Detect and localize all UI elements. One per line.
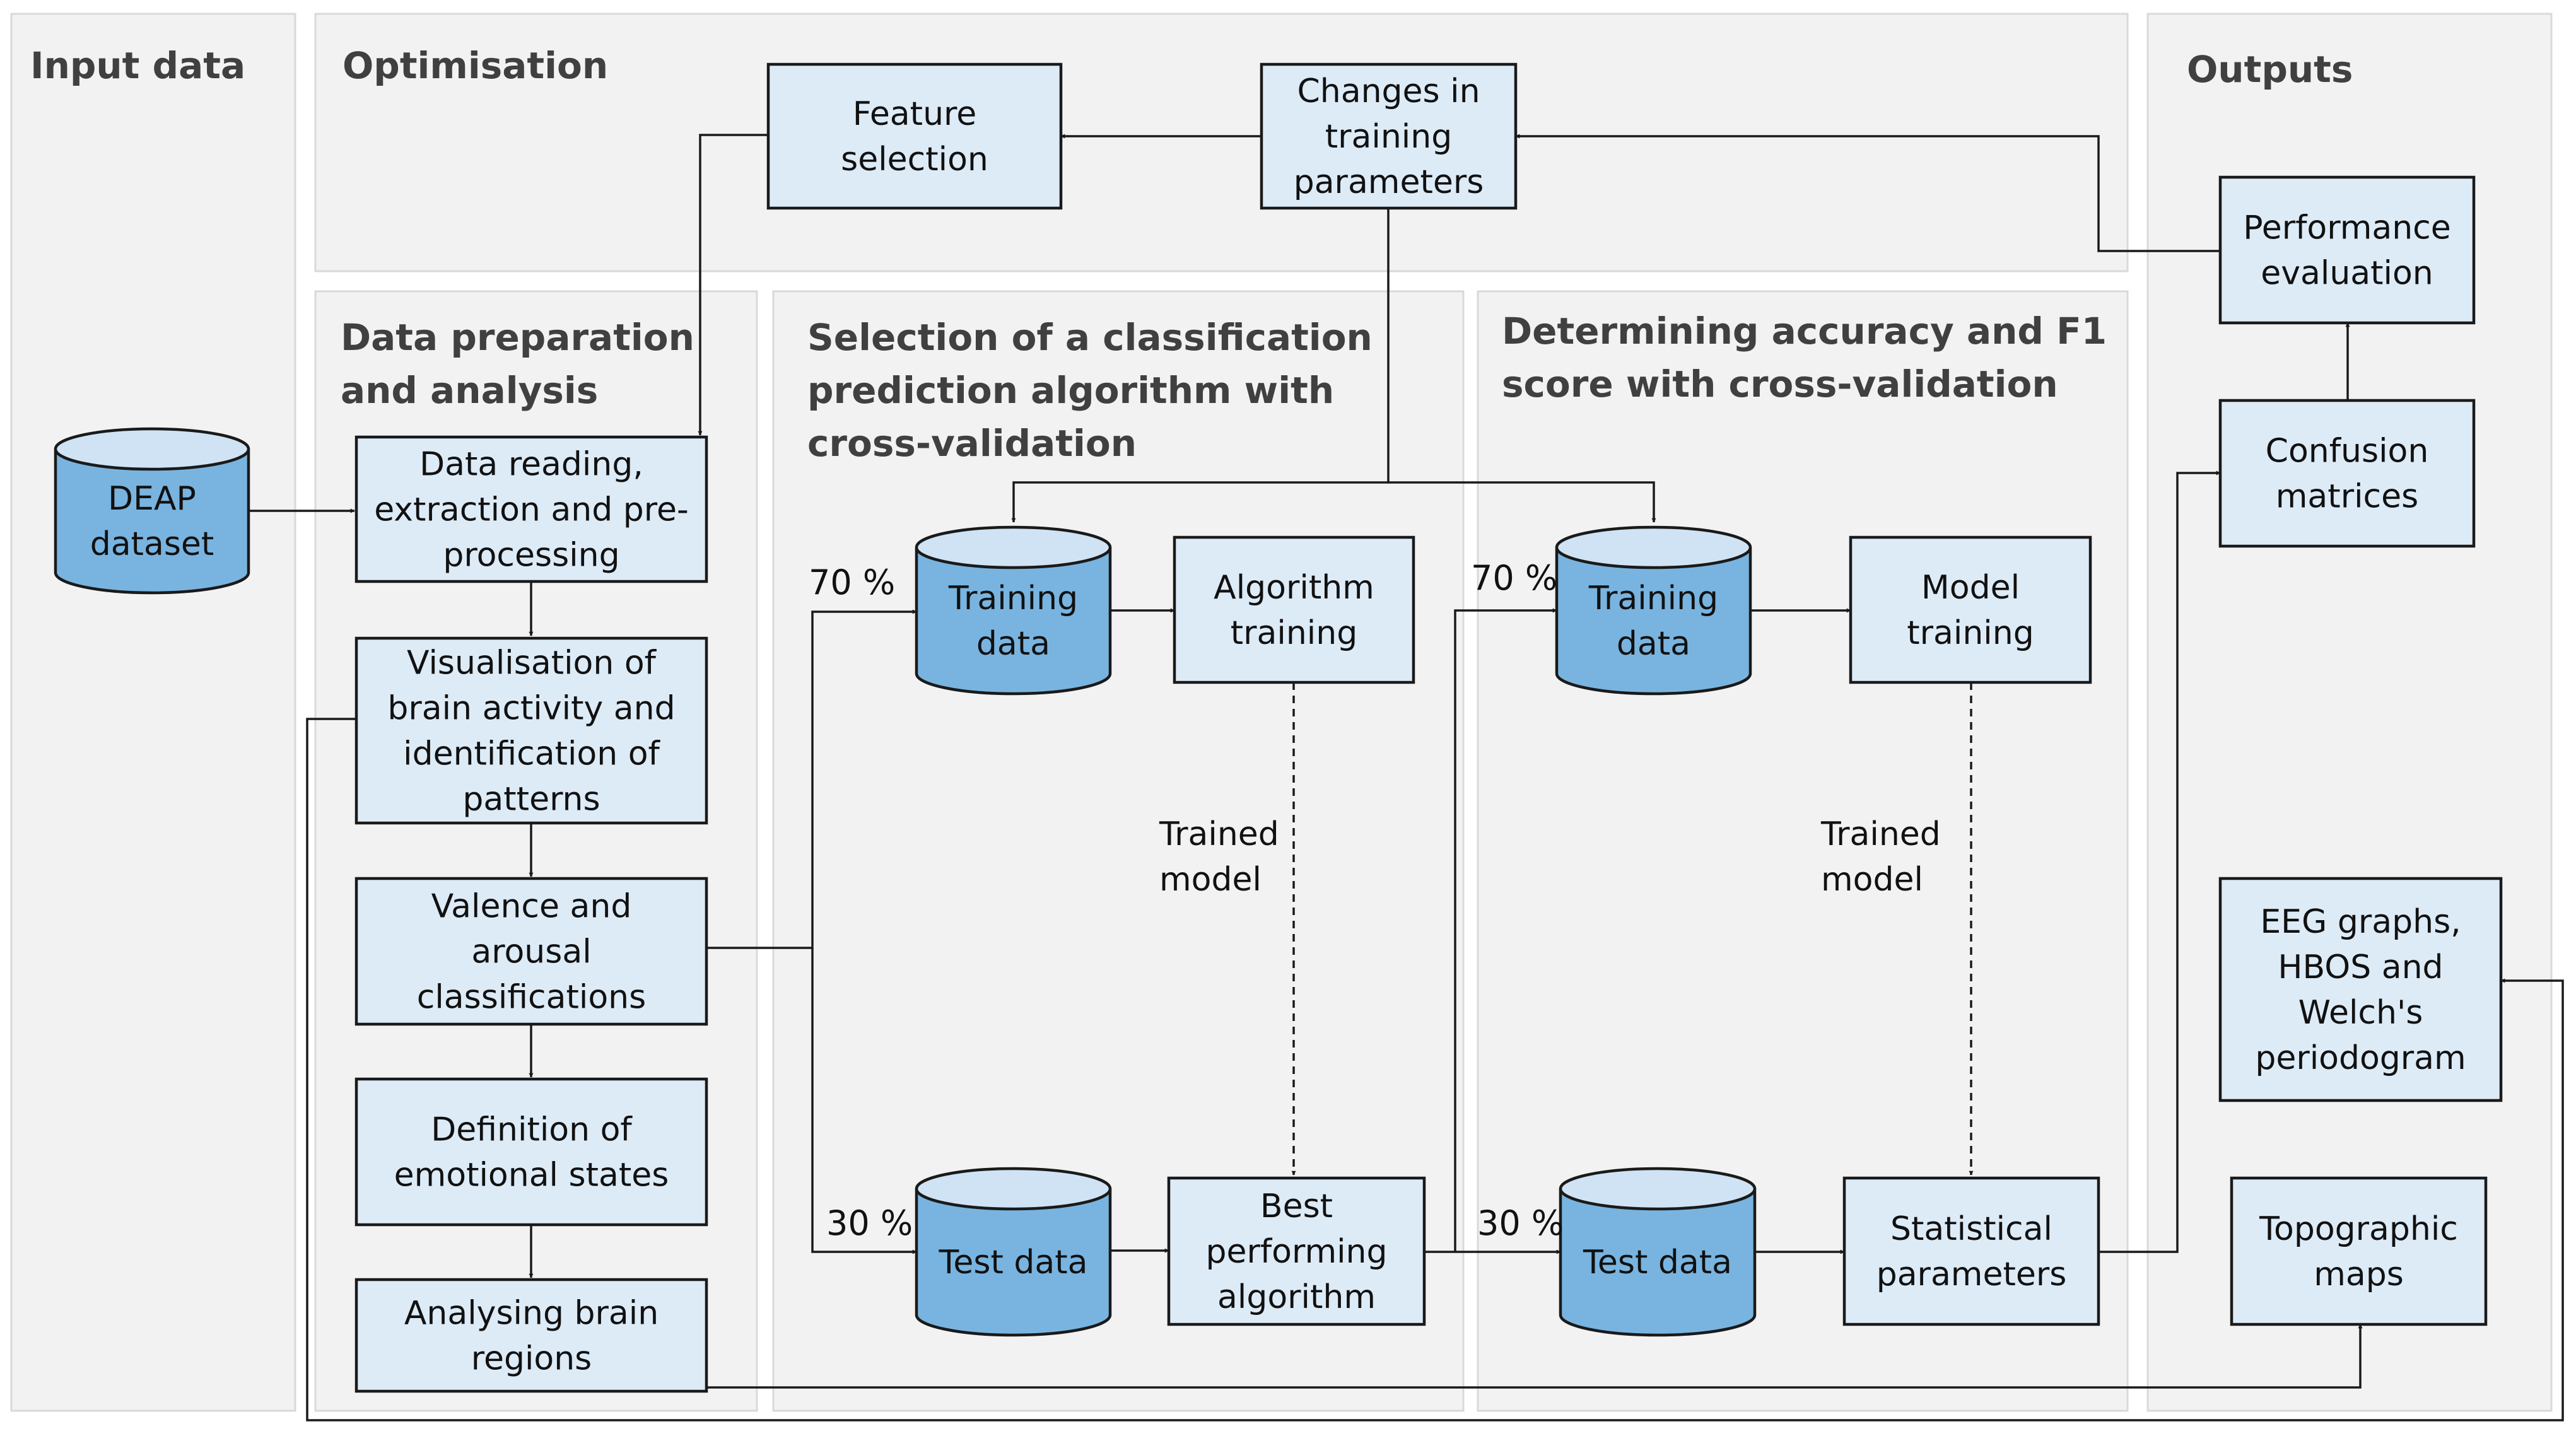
node-test-data-2: Test data [1559, 1167, 1757, 1337]
edge-changes-to-training-1 [1011, 208, 1390, 523]
panel-optimisation [314, 13, 2129, 272]
edge-label-pct70-1: 70 % [809, 563, 895, 602]
edge-feature-to-reading [698, 134, 768, 436]
edge-visualisation-to-eeg [306, 718, 2564, 1421]
section-title-outputs: Outputs [2187, 48, 2353, 91]
edge-changes-to-training-2 [1388, 481, 1656, 523]
edge-statistical-to-confusion [2099, 470, 2221, 1253]
edge-performance-to-changes [1515, 134, 2220, 252]
edge-analysing-to-topographic [706, 1324, 2363, 1389]
edge-label-pct70-2: 70 % [1471, 558, 1557, 598]
edge-best-to-training-2 [1424, 608, 1557, 1253]
edge-label-pct30-2: 30 % [1477, 1203, 1564, 1243]
section-title-input: Input data [30, 44, 245, 87]
node-label: Test data [938, 1244, 1087, 1281]
edge-label-pct30-1: 30 % [826, 1203, 913, 1243]
section-title-optimisation: Optimisation [342, 44, 608, 87]
node-test-data-1: Test data [915, 1167, 1112, 1337]
edge-valence-to-test-1 [811, 948, 917, 1254]
panel-input-data [10, 13, 296, 1412]
node-label: Data reading,extraction and pre-processi… [374, 446, 689, 575]
node-data-reading: Data reading,extraction and pre-processi… [354, 435, 708, 583]
edge-valence-to-training-1 [706, 609, 917, 949]
node-label: Test data [1583, 1244, 1732, 1281]
